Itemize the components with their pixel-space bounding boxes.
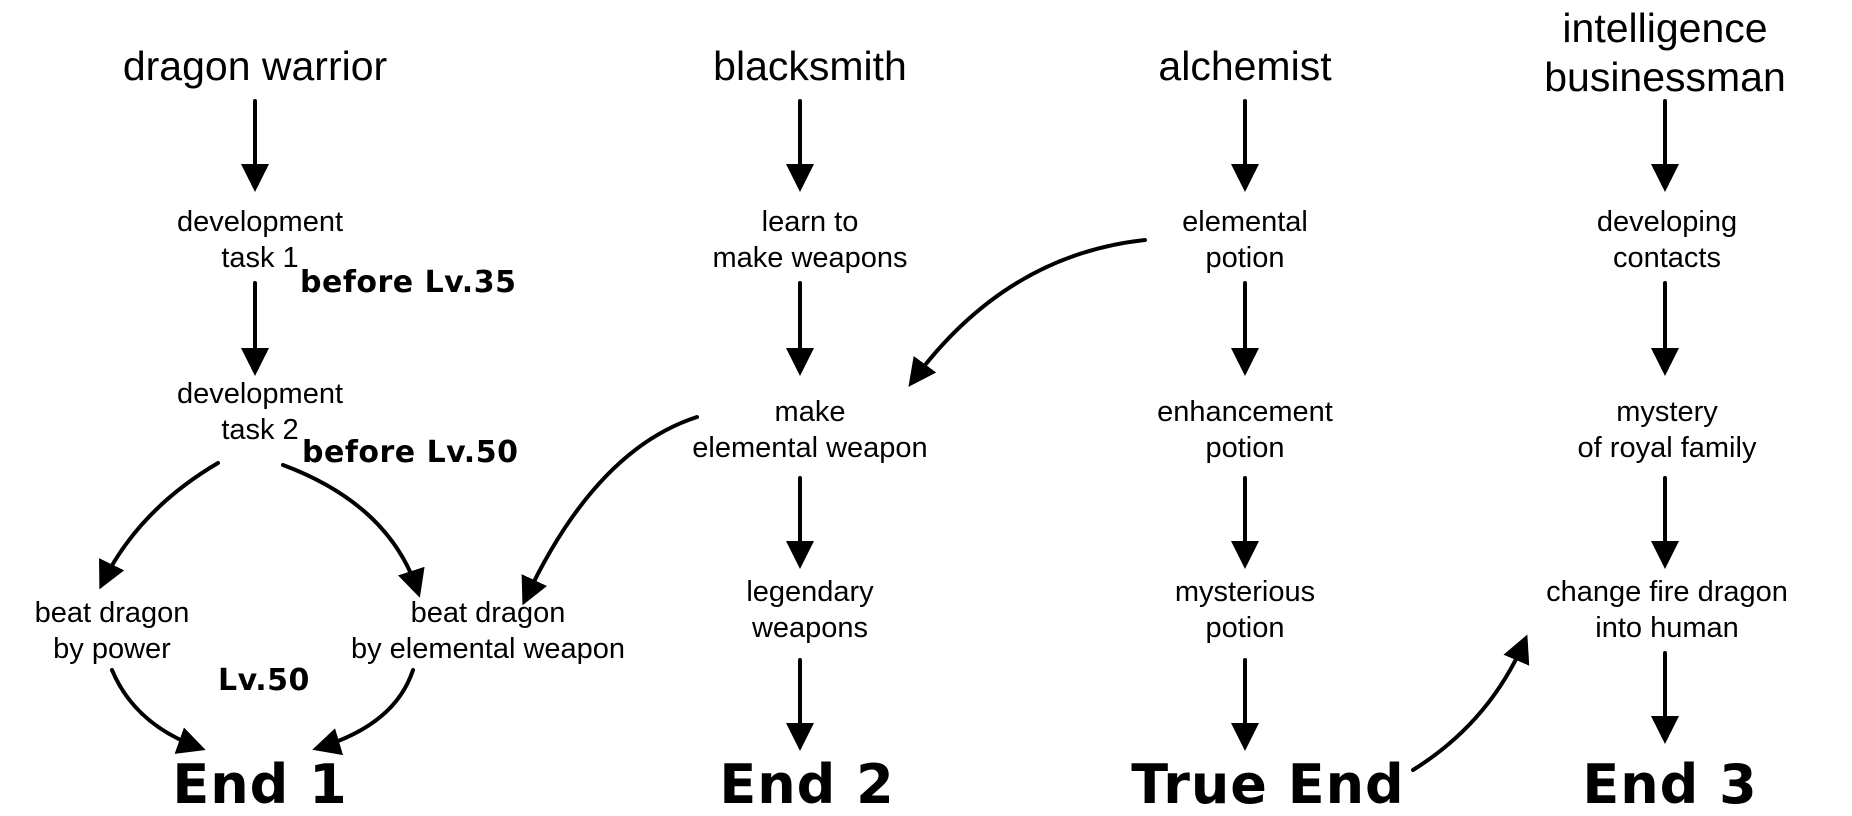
node-line: potion [1205,432,1285,465]
node-line: enhancement [1157,396,1333,428]
header-line: businessman [1544,54,1786,101]
node-mystery-of-royal-family: mystery of royal family [1578,394,1757,467]
node-line: developing [1596,206,1738,238]
arrow-elemental-potion-to-make-elemental-weapon [908,238,1147,387]
node-line: learn to [761,206,859,238]
node-line: task 2 [221,414,299,447]
header-line: intelligence [1562,5,1768,51]
note-before-lv35: before Lv.35 [300,265,517,300]
end-3-label: End 3 [1582,753,1758,816]
node-line: by power [53,633,171,666]
node-line: make [774,396,846,428]
node-make-elemental-weapon: make elemental weapon [692,394,927,467]
arrow-dev-task-2-to-beat-dragon-elemental [281,463,425,598]
node-line: of royal family [1577,432,1757,465]
node-beat-dragon-by-power: beat dragon by power [35,595,190,668]
node-line: mysterious [1174,576,1316,608]
header-intelligence-businessman: intelligence businessman [1544,4,1786,102]
node-line: development [176,378,344,410]
node-learn-to-make-weapons: learn to make weapons [712,204,907,277]
node-line: development [176,206,344,238]
node-line: contacts [1612,242,1721,275]
note-lv50: Lv.50 [218,663,310,698]
true-end-label: True End [1131,753,1405,816]
node-line: into human [1595,612,1739,645]
header-blacksmith: blacksmith [713,43,907,89]
node-line: mystery [1616,396,1718,428]
node-line: beat dragon [410,597,566,629]
end-1-label: End 1 [172,753,348,816]
arrow-dev-task-2-to-beat-dragon-power [99,461,220,590]
node-development-task-2: development task 2 [177,376,343,449]
node-mysterious-potion: mysterious potion [1175,574,1315,647]
arrow-beat-dragon-elemental-to-end1 [312,668,415,756]
arrow-make-elemental-weapon-to-beat-dragon-elemental [521,415,699,606]
node-line: change fire dragon [1546,576,1788,608]
node-line: potion [1205,612,1285,645]
node-legendary-weapons: legendary weapons [746,574,873,647]
header-dragon-warrior: dragon warrior [122,43,388,89]
arrow-true-end-to-change-fire-dragon [1411,634,1530,772]
arrow-beat-dragon-power-to-end1 [110,668,206,754]
node-enhancement-potion: enhancement potion [1157,394,1333,467]
note-before-lv50: before Lv.50 [302,435,519,470]
node-line: potion [1205,242,1285,275]
node-development-task-1: development task 1 [177,204,343,277]
node-line: by elemental weapon [350,633,626,666]
node-beat-dragon-by-elemental-weapon: beat dragon by elemental weapon [351,595,625,668]
node-line: make weapons [712,242,908,275]
node-line: task 1 [221,242,299,275]
node-line: legendary [746,576,874,608]
header-alchemist: alchemist [1158,43,1332,89]
node-line: beat dragon [34,597,190,629]
node-change-fire-dragon-into-human: change fire dragon into human [1546,574,1788,647]
end-2-label: End 2 [719,753,895,816]
node-line: elemental [1182,206,1308,238]
node-line: weapons [751,612,869,645]
node-developing-contacts: developing contacts [1597,204,1737,277]
node-line: elemental weapon [692,432,928,465]
node-elemental-potion: elemental potion [1182,204,1308,277]
